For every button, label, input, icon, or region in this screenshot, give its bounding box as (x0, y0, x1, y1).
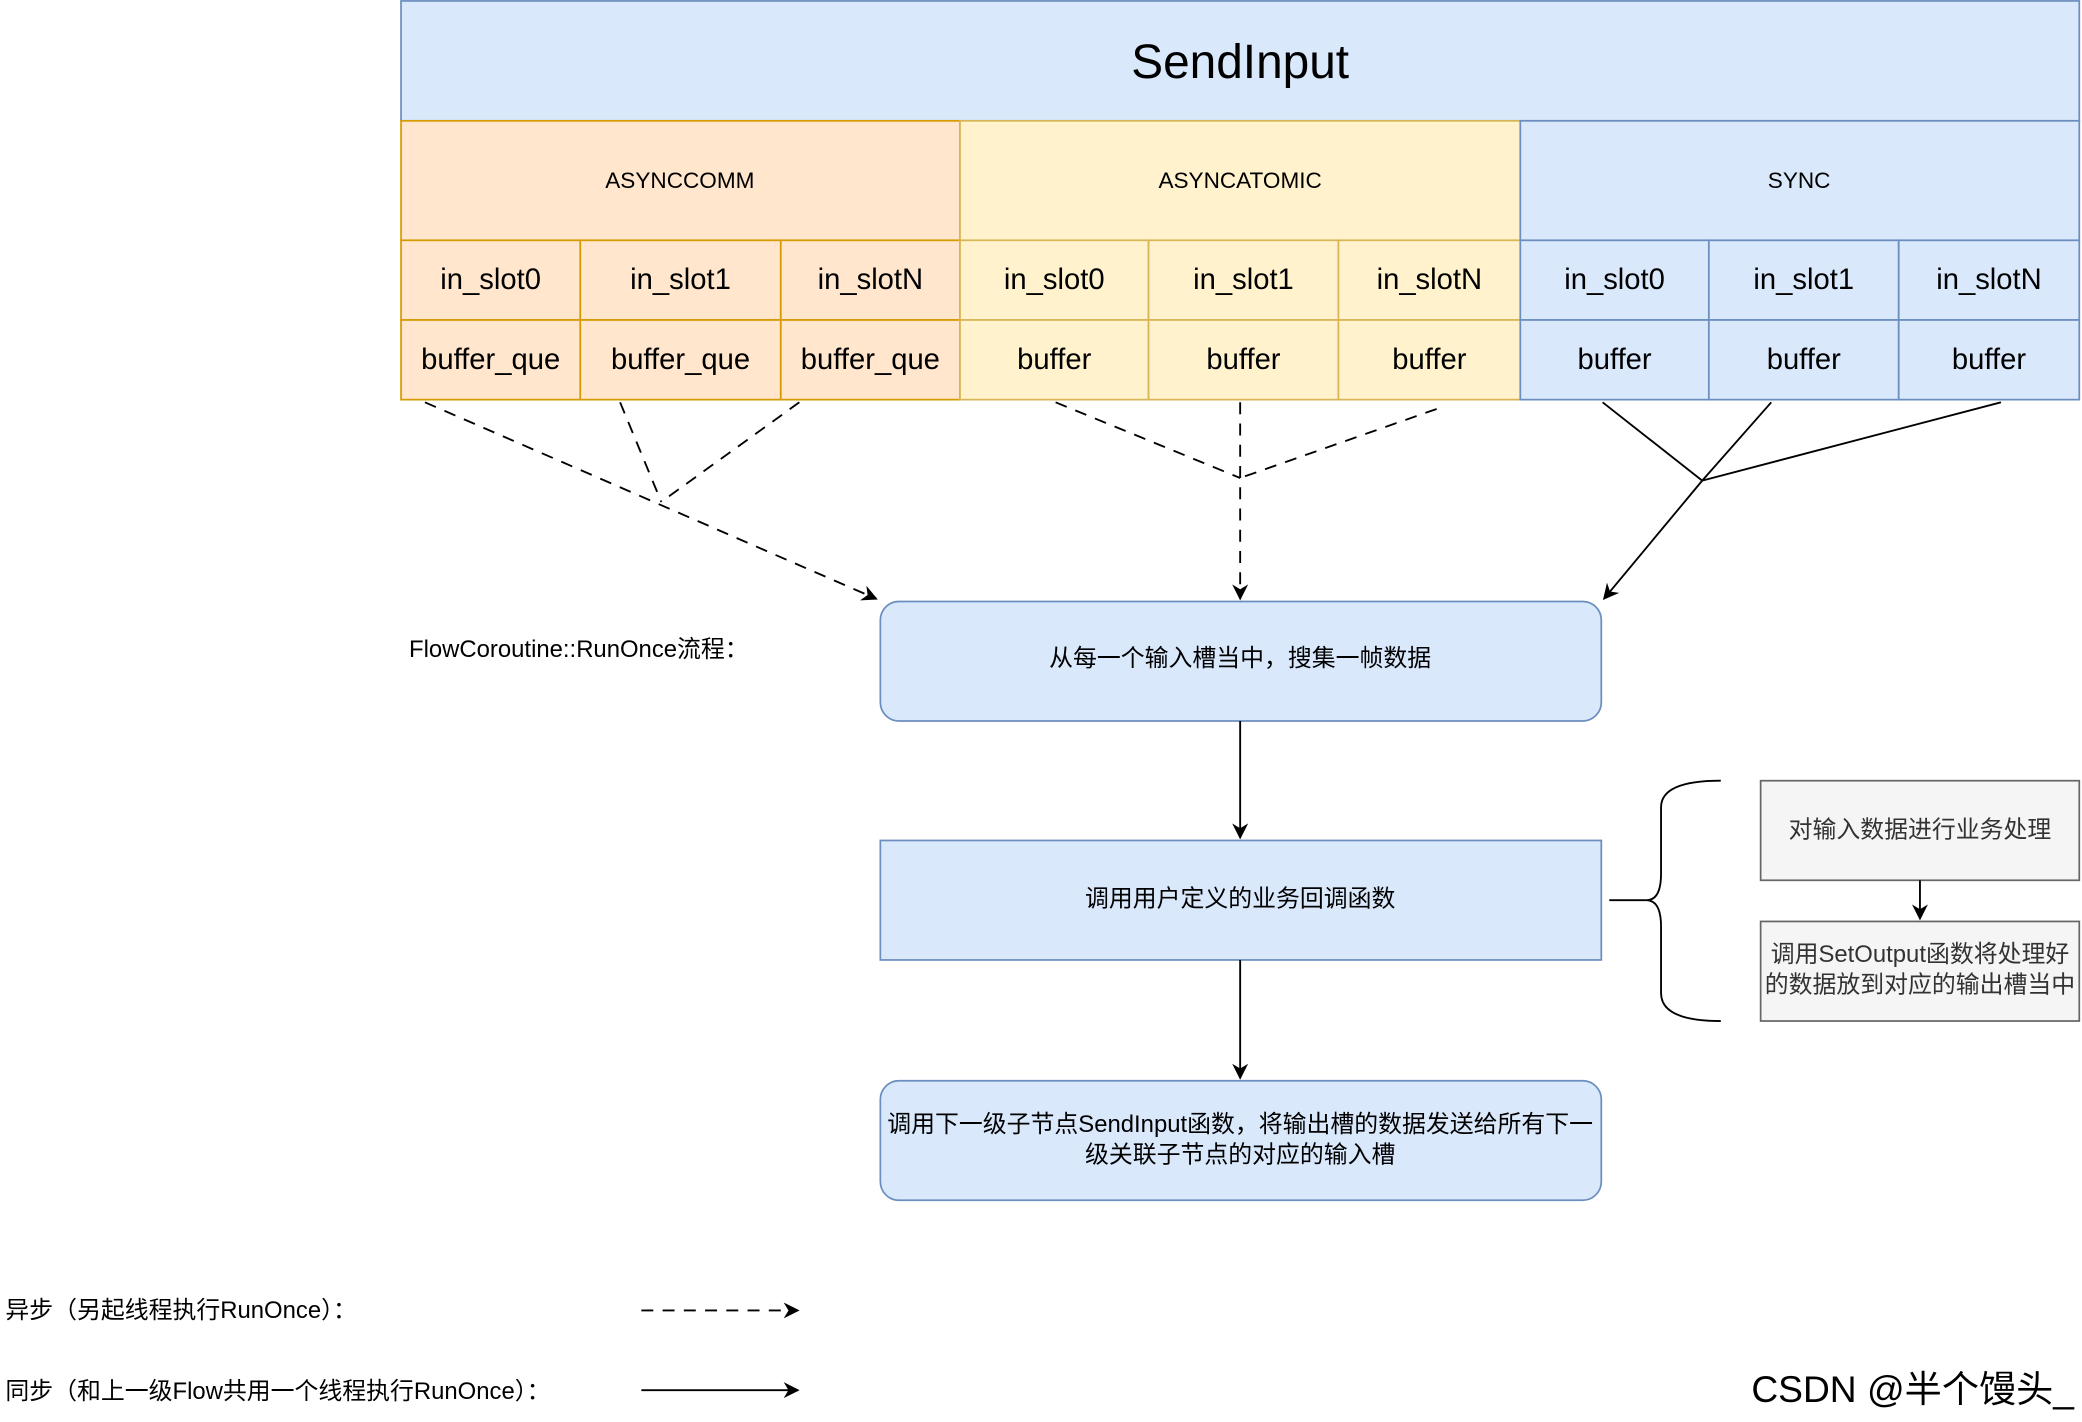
section-asynccomm (400, 119, 961, 242)
sync-connector (1602, 480, 1703, 601)
flow-label: FlowCoroutine::RunOnce流程： (409, 636, 749, 663)
sub-step-business-processing-text: 对输入数据进行业务处理 (1789, 816, 2052, 843)
slot-cell (1519, 239, 1710, 321)
buffer-label: buffer (1952, 344, 2026, 376)
buffer-cell (1897, 319, 2081, 401)
watermark: CSDN @半个馒头_ (1751, 1368, 2075, 1410)
slot-cell (1147, 239, 1340, 321)
slot-cell (579, 239, 782, 321)
sub-step-set-output (1759, 920, 2081, 1022)
slot-label: in_slot0 (1564, 264, 1665, 296)
buffer-label: buffer_que (421, 344, 560, 376)
buffer-cell (579, 319, 782, 401)
legend-sync-label: 同步（和上一级Flow共用一个线程执行RunOnce）： (5, 1378, 550, 1405)
async-atomic-connector (1239, 408, 1437, 479)
buffer-label: buffer_que (611, 344, 750, 376)
section-asynccomm-label: ASYNCCOMM (605, 168, 754, 193)
slot-label: in_slot0 (1004, 264, 1105, 296)
buffer-label: buffer (1767, 344, 1841, 376)
section-asyncatomic (959, 119, 1522, 242)
sub-step-business-processing (1759, 779, 2081, 882)
async-comm-connector (424, 401, 878, 601)
curly-brace (1646, 779, 1721, 1022)
slot-label: in_slotN (1936, 264, 2042, 296)
slot-label: in_slot0 (440, 264, 541, 296)
section-sync-label: SYNC (1768, 168, 1831, 193)
step-send-input-text-line2: 级关联子节点的对应的输入槽 (1085, 1142, 1395, 1169)
slot-label: in_slot1 (1193, 264, 1294, 296)
async-comm-connector (619, 401, 663, 503)
step-send-input-text-line1: 调用下一级子节点SendInput函数，将输出槽的数据发送给所有下一 (887, 1111, 1593, 1138)
buffer-cell (400, 319, 582, 401)
sync-connector (1701, 401, 1772, 482)
sub-step-set-output-text-line2: 的数据放到对应的输出槽当中 (1765, 972, 2075, 999)
buffer-label: buffer (1578, 344, 1652, 376)
slot-cell (1707, 239, 1900, 321)
slot-cell (1897, 239, 2081, 321)
buffer-label: buffer (1206, 344, 1280, 376)
legend-async-label: 异步（另起线程执行RunOnce）： (5, 1297, 357, 1324)
sub-step-set-output-text-line1: 调用SetOutput函数将处理好 (1771, 941, 2070, 968)
slot-label: in_slot1 (1753, 264, 1854, 296)
buffer-label: buffer_que (801, 344, 940, 376)
sendinput-header (400, 0, 2081, 122)
section-asyncatomic-label: ASYNCATOMIC (1158, 168, 1321, 193)
buffer-cell (779, 319, 961, 401)
slot-label: in_slotN (1377, 264, 1483, 296)
sendinput-title: SendInput (1131, 36, 1349, 89)
slot-label: in_slotN (818, 264, 924, 296)
step-collect-frame-text: 从每一个输入槽当中，搜集一帧数据 (1049, 645, 1431, 672)
async-comm-connector (660, 401, 800, 503)
slot-label: in_slot1 (630, 264, 731, 296)
sync-connector (1701, 401, 2002, 482)
buffer-cell (959, 319, 1150, 401)
step-user-callback (879, 839, 1603, 961)
buffer-cell (1707, 319, 1900, 401)
async-atomic-connector (1055, 401, 1241, 479)
step-send-input (879, 1079, 1603, 1202)
sync-connector (1602, 401, 1703, 482)
buffer-cell (1337, 319, 1522, 401)
buffer-label: buffer (1392, 344, 1466, 376)
section-sync (1519, 119, 2081, 242)
buffer-cell (1519, 319, 1710, 401)
buffer-label: buffer (1017, 344, 1091, 376)
step-user-callback-text: 调用用户定义的业务回调函数 (1085, 885, 1396, 912)
